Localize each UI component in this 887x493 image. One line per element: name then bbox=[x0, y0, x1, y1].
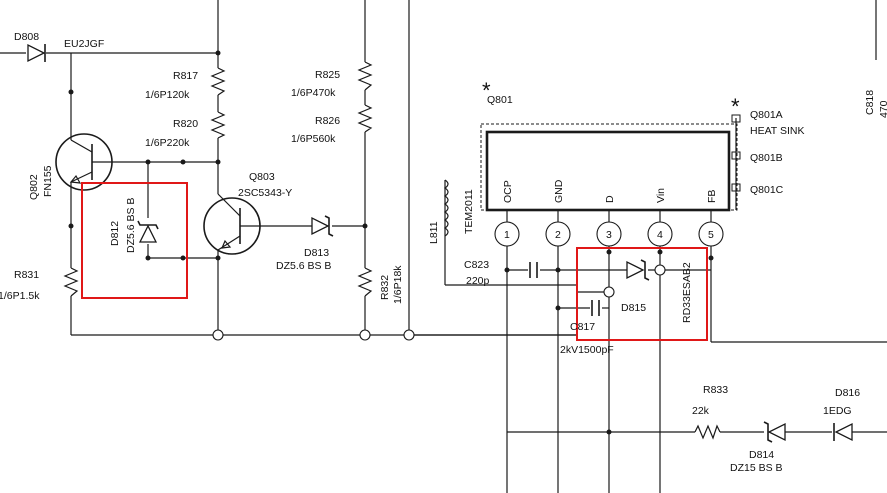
label-q803: Q803 bbox=[249, 171, 275, 183]
terminal-circles bbox=[212, 264, 666, 341]
inductor-l811 bbox=[443, 179, 449, 237]
label-r831: R831 bbox=[14, 269, 39, 281]
label-d808: D808 bbox=[14, 31, 39, 43]
label-rd33esab2: RD33ESAB2 bbox=[681, 262, 693, 323]
zener-d813 bbox=[311, 215, 334, 237]
zener-d814 bbox=[763, 421, 786, 443]
label-d812-value: DZ5.6 BS B bbox=[125, 198, 137, 253]
pin-number-3: 3 bbox=[606, 229, 612, 241]
label-c817: C817 bbox=[570, 321, 595, 333]
label-r832: R832 bbox=[379, 275, 391, 300]
transistor-q803 bbox=[203, 193, 261, 255]
pin-name-fb: FB bbox=[706, 190, 718, 203]
label-r817-value: 1/6P120k bbox=[145, 89, 190, 101]
label-tem2011: TEM2011 bbox=[463, 189, 475, 234]
label-c818-value: 470 bbox=[878, 100, 887, 118]
label-c818: C818 bbox=[864, 90, 876, 115]
label-r832-value: 1/6P18k bbox=[392, 265, 404, 304]
ic-pin-labels: OCP GND D Vin FB bbox=[502, 179, 718, 203]
diode-d816 bbox=[833, 422, 853, 442]
highlight-box-d812 bbox=[81, 182, 188, 299]
label-r826: R826 bbox=[315, 115, 340, 127]
resistor-r820 bbox=[210, 111, 226, 139]
label-d815: D815 bbox=[621, 302, 646, 314]
label-c823-value: 220p bbox=[466, 275, 490, 287]
label-r820-value: 1/6P220k bbox=[145, 137, 190, 149]
resistor-r831 bbox=[63, 267, 79, 297]
heat-sink-symbols bbox=[731, 114, 741, 192]
junction-dots bbox=[68, 50, 714, 435]
pin-name-d: D bbox=[604, 195, 616, 203]
label-q803-part: 2SC5343-Y bbox=[238, 187, 292, 199]
pin-name-vin: Vin bbox=[655, 188, 667, 203]
label-d816-value: 1EDG bbox=[823, 405, 852, 417]
resistor-r832 bbox=[357, 267, 373, 297]
rotated-labels: Q802 FN155 D812 DZ5.6 BS B R832 1/6P18k … bbox=[28, 90, 887, 323]
label-d814-value: DZ15 BS B bbox=[730, 462, 783, 474]
label-r820: R820 bbox=[173, 118, 198, 130]
resistor-r833 bbox=[694, 424, 721, 440]
label-q801c: Q801C bbox=[750, 184, 784, 196]
highlight-box-d815 bbox=[576, 247, 708, 341]
pin-number-1: 1 bbox=[504, 229, 510, 241]
pin-number-2: 2 bbox=[555, 229, 561, 241]
label-fn155: FN155 bbox=[42, 165, 54, 197]
label-r833-value: 22k bbox=[692, 405, 710, 417]
pin-number-4: 4 bbox=[657, 229, 663, 241]
label-q801a: Q801A bbox=[750, 109, 783, 121]
label-d812: D812 bbox=[109, 221, 121, 246]
component-labels: D808 EU2JGF R817 1/6P120k R820 1/6P220k … bbox=[0, 31, 860, 474]
label-eu2jgf: EU2JGF bbox=[64, 38, 104, 50]
label-d813-value: DZ5.6 BS B bbox=[276, 260, 331, 272]
capacitor-c823 bbox=[529, 262, 538, 278]
label-c817-value: 2kV1500pF bbox=[560, 344, 614, 356]
pin-number-5: 5 bbox=[708, 229, 714, 241]
ic-pin-numbers: 1 2 3 4 5 bbox=[504, 229, 714, 241]
asterisk-q801a: * bbox=[731, 94, 740, 119]
ic-pin-circles bbox=[494, 221, 724, 247]
asterisk-q801: * bbox=[482, 78, 491, 103]
label-q801b: Q801B bbox=[750, 152, 783, 164]
label-c823: C823 bbox=[464, 259, 489, 271]
label-q802: Q802 bbox=[28, 174, 40, 200]
label-heat-sink: HEAT SINK bbox=[750, 125, 804, 137]
capacitor-c817 bbox=[591, 300, 600, 316]
label-l811: L811 bbox=[428, 221, 440, 244]
diode-d808 bbox=[27, 43, 46, 63]
label-r817: R817 bbox=[173, 70, 198, 82]
resistor-r826 bbox=[357, 104, 373, 133]
label-r825: R825 bbox=[315, 69, 340, 81]
resistor-r817 bbox=[210, 67, 226, 96]
label-r826-value: 1/6P560k bbox=[291, 133, 336, 145]
label-d814: D814 bbox=[749, 449, 774, 461]
label-r831-value: 1/6P1.5k bbox=[0, 290, 40, 302]
zener-d812 bbox=[137, 220, 159, 243]
ic-q801 bbox=[480, 123, 738, 212]
transistor-q802 bbox=[55, 133, 113, 191]
label-r833: R833 bbox=[703, 384, 728, 396]
label-q801: Q801 bbox=[487, 94, 513, 106]
resistor-r825 bbox=[357, 61, 373, 91]
label-d816: D816 bbox=[835, 387, 860, 399]
label-d813: D813 bbox=[304, 247, 329, 259]
label-r825-value: 1/6P470k bbox=[291, 87, 336, 99]
zener-d815 bbox=[626, 259, 650, 281]
pin-name-ocp: OCP bbox=[502, 180, 514, 203]
pin-name-gnd: GND bbox=[553, 179, 565, 203]
